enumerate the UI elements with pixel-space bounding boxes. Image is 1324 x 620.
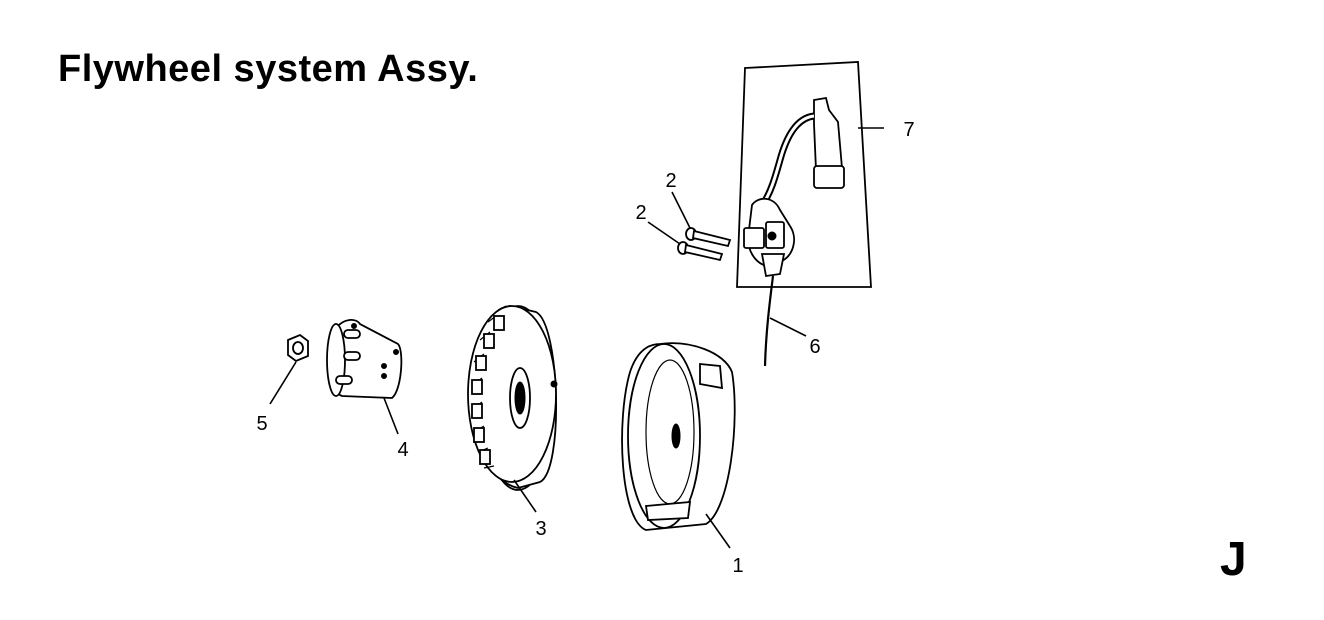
callout-1: 1: [732, 555, 743, 577]
part-3-flywheel: [467, 305, 558, 491]
callout-3: 3: [535, 518, 546, 540]
callout-5: 5: [256, 413, 267, 435]
leader-line-5: [269, 361, 297, 405]
leader-line-4: [383, 397, 399, 435]
callout-4: 4: [397, 439, 408, 461]
part-7-ignition-coil-assembly: [736, 61, 872, 288]
part-5-flywheel-nut: [287, 333, 309, 363]
part-4-starter-cup: [326, 319, 403, 399]
callout-2-upper: 2: [665, 170, 676, 192]
callout-6: 6: [809, 336, 820, 358]
callout-2-lower: 2: [635, 202, 646, 224]
part-2-bolt-upper: [685, 227, 732, 248]
part-6-ground-wire: [763, 275, 775, 367]
diagram-title: Flywheel system Assy.: [58, 48, 479, 90]
part-1-rotor-cover: [621, 342, 736, 531]
leader-line-3: [513, 479, 537, 513]
leader-line-1: [705, 513, 731, 549]
section-letter: J: [1220, 533, 1247, 586]
callout-7: 7: [903, 119, 914, 141]
leader-line-2a: [671, 191, 691, 229]
leader-line-2b: [647, 221, 681, 245]
part-2-bolt-lower: [677, 241, 724, 262]
leader-line-6: [769, 317, 807, 337]
